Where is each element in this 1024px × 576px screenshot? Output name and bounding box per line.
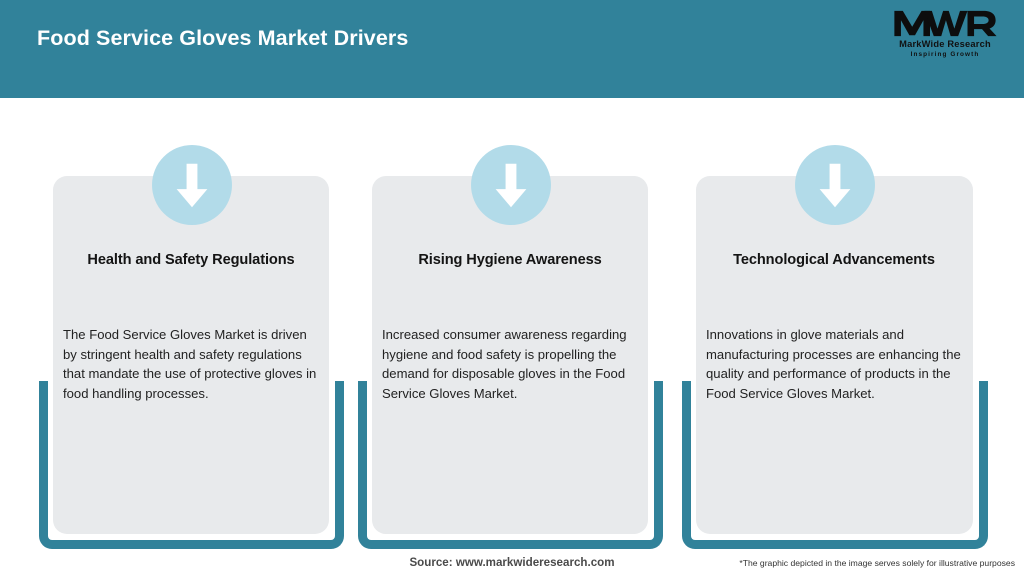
page-title: Food Service Gloves Market Drivers bbox=[37, 26, 409, 50]
brand-logo: MarkWide Research Inspiring Growth bbox=[886, 8, 1004, 64]
card-panel bbox=[53, 176, 329, 534]
logo-mwr-icon bbox=[886, 8, 1004, 38]
disclaimer-note: *The graphic depicted in the image serve… bbox=[739, 558, 1015, 568]
driver-card-1[interactable]: Health and Safety Regulations The Food S… bbox=[39, 145, 344, 549]
header-band bbox=[0, 0, 1024, 98]
card-body: Innovations in glove materials and manuf… bbox=[706, 327, 961, 402]
card-body: The Food Service Gloves Market is driven… bbox=[63, 327, 317, 402]
card-title: Technological Advancements bbox=[733, 252, 935, 268]
arrow-down-icon bbox=[795, 145, 875, 225]
card-title: Rising Hygiene Awareness bbox=[418, 252, 602, 268]
card-frame bbox=[358, 381, 663, 549]
driver-card-3[interactable]: Technological Advancements Innovations i… bbox=[682, 145, 988, 549]
driver-card-2[interactable]: Rising Hygiene Awareness Increased consu… bbox=[358, 145, 663, 549]
card-frame bbox=[39, 381, 344, 549]
arrow-down-icon bbox=[151, 145, 232, 225]
card-frame bbox=[682, 381, 988, 549]
logo-tagline: Inspiring Growth bbox=[910, 51, 980, 58]
card-title: Health and Safety Regulations bbox=[87, 252, 295, 268]
source-label: Source: www.markwideresearch.com bbox=[409, 556, 615, 569]
logo-company-name: MarkWide Research bbox=[899, 39, 991, 49]
card-body: Increased consumer awareness regarding h… bbox=[382, 327, 627, 402]
arrow-down-icon bbox=[470, 145, 551, 225]
card-panel bbox=[372, 176, 648, 534]
card-panel bbox=[696, 176, 973, 534]
